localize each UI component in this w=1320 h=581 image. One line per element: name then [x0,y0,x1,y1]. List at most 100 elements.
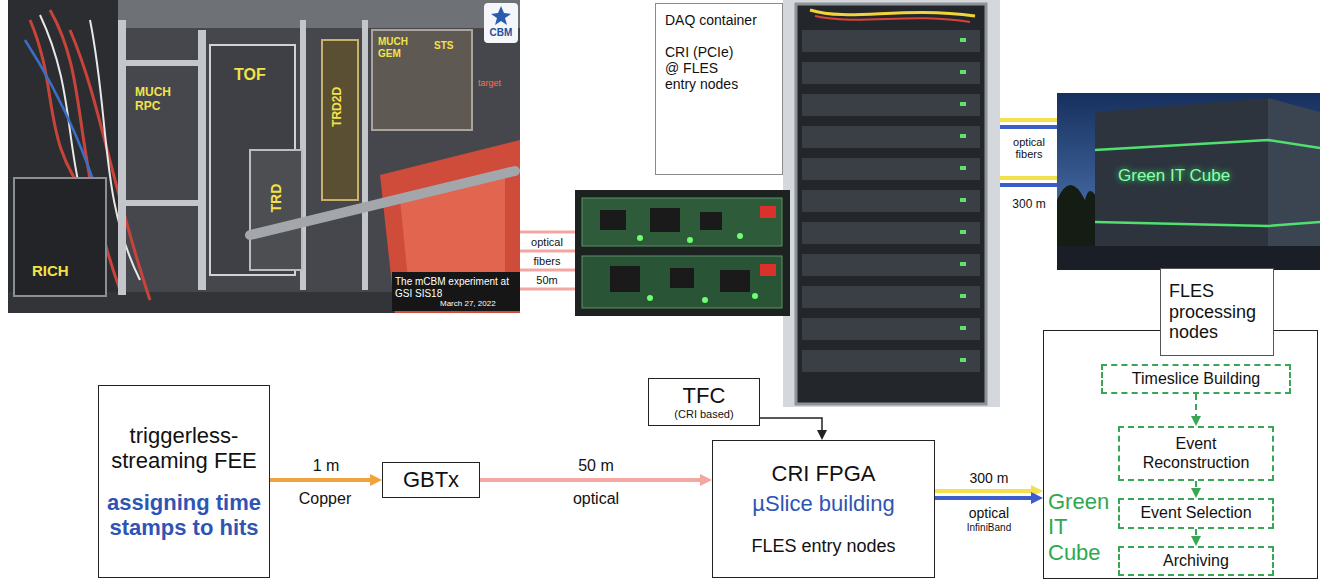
box-text: FLES processing nodes [1169,281,1265,343]
connector-line [1195,394,1197,418]
step-box: Event Selection [1118,498,1274,529]
logo-symbol [491,6,511,25]
box-text: GBTx [403,467,459,492]
fiber-label: optical [524,237,570,248]
connector [1196,394,1197,418]
edge-label: 1 m [313,457,340,475]
rack-photo-background [783,0,1000,407]
connector-line [270,478,372,482]
box-text: FLES entry nodes [751,536,895,557]
detector-name: TRD2D [331,87,345,127]
server-rack [796,4,986,404]
sts-much-station [372,30,472,130]
server-led [960,38,966,362]
board-led [637,235,643,241]
box-text: triggerless-streaming FEE [104,423,264,474]
process-box: GBTx [382,462,480,498]
board-led [752,293,758,299]
detector-name: TRD [268,184,284,213]
detector-name: TOF [234,66,266,84]
detector-name: STS [434,40,453,52]
building-photo-sky [1057,93,1320,270]
site-box: Green IT Cube Timeslice BuildingEvent Rec… [1043,330,1318,579]
detector-name: MUCH GEM [378,36,422,59]
connector-line [1195,529,1197,538]
target-label: target [478,78,501,88]
board-photo-background [575,190,790,316]
building-sign: Green IT Cube [1118,166,1230,186]
process-box: triggerless-streaming FEE assigning time … [98,385,270,578]
connector [480,480,702,481]
red-absorber [380,140,520,313]
box-text: Event Reconstruction [1126,435,1266,472]
caption-box: FLES processing nodes [1160,268,1274,356]
box-text: Green IT Cube [1048,489,1112,565]
fiber-connector [760,206,776,276]
logo-text: CBM [486,27,516,39]
process-box: CRI FPGA µSlice buildingFLES entry nodes [712,440,935,578]
building-front [1095,98,1268,252]
detector-name: MUCH RPC [135,86,177,114]
beam-pipe [250,171,515,235]
fiber-label: optical fibers [1003,136,1055,160]
board-led [737,233,743,239]
fiber-label: 50m [524,275,570,286]
caption-patch [392,272,520,311]
box-text: CRI FPGA [772,461,876,486]
board-led [647,295,653,301]
building-side [1268,98,1320,252]
connector [935,491,1033,498]
box-text: assigning time stamps to hits [104,490,264,541]
step-box: Archiving [1118,546,1274,576]
tree [1057,185,1100,246]
connector-line [760,418,822,432]
process-box: TFC(CRI based) [648,378,760,426]
link-medium: InfiniBand [949,522,1029,534]
rack-cable [810,10,975,16]
distance-label: 300 m [1003,198,1055,212]
building-ground [1057,246,1320,270]
box-text: TFC [683,383,726,408]
box-text: DAQ container [665,12,757,28]
infiniband-fiber [1000,127,1057,185]
photo-caption: The mCBM experiment at GSI SIS18 [395,276,517,299]
aluminium-frame [118,20,368,295]
link-medium: Copper [285,490,365,508]
connector [1196,481,1197,490]
box-text: (CRI based) [674,408,733,421]
cable [25,40,100,200]
fiber-label: fibers [524,256,570,267]
detector-name: RICH [32,262,69,279]
connector-line [480,478,702,482]
server-unit [802,30,980,372]
trd2d-detector [322,40,358,200]
connector-line [935,489,1033,493]
link-medium: optical [556,490,636,508]
connector-line [935,496,1033,500]
board-led [687,237,693,243]
board-led [702,297,708,303]
rack-cable [815,16,970,22]
box-text: Timeslice Building [1132,370,1260,388]
photo-date: March 27, 2022 [440,299,496,308]
step-box: Timeslice Building [1101,364,1291,394]
board-chip [600,208,750,292]
photo-background [8,0,520,313]
box-text: Event Selection [1140,504,1251,522]
edge-label: 50 m [578,457,614,475]
connector [1196,529,1197,538]
rich-detector [14,178,106,296]
caption-box: DAQ containerCRI (PCIe) @ FLES entry nod… [655,3,783,175]
edge-label: 300 m [970,470,1009,486]
logo-patch [484,3,518,43]
optical-fiber [520,232,575,289]
trd-detector [250,150,302,270]
green-light-band [1095,140,1320,226]
box-text: CRI (PCIe) @ FLES entry nodes [665,44,745,92]
connector [270,480,372,481]
connector [760,418,822,432]
box-text: Archiving [1163,552,1229,570]
box-text: µSlice building [752,491,894,516]
step-box: Event Reconstruction [1118,426,1274,481]
